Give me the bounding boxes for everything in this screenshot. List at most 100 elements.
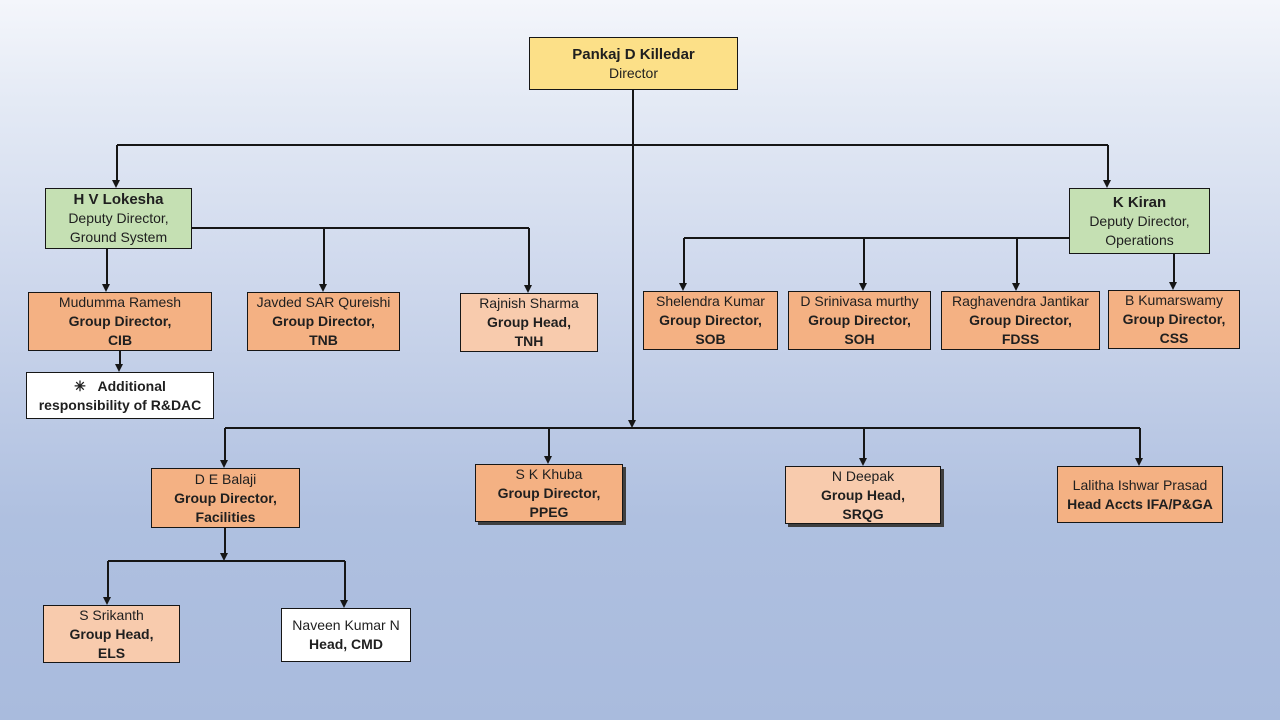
connector-line [224,528,226,553]
person-name: S K Khuba [515,465,583,482]
connector-line [106,249,108,285]
person-role: Deputy Director, [68,210,169,226]
org-node-gd-facilities: D E Balaji Group Director, Facilities [151,468,300,528]
connector-line [1107,145,1109,181]
person-role: Group Head, [820,486,905,503]
connector-line [116,145,118,181]
person-name: D Srinivasa murthy [800,293,919,309]
connector-arrow [220,460,228,468]
connector-arrow [103,597,111,605]
org-node-gd-tnb: Javded SAR Qureishi Group Director, TNB [247,292,400,351]
org-node-gd-cib: Mudumma Ramesh Group Director, CIB [28,292,212,351]
person-unit: SOB [695,331,726,347]
person-role: Group Head, [486,314,571,330]
person-unit: SRQG [842,505,884,522]
person-role: Group Director, [68,313,172,329]
connector-arrow [679,283,687,291]
person-name: N Deepak [831,467,895,484]
note-line: responsibility of R&DAC [38,396,202,413]
person-role: Deputy Director, [1089,212,1190,229]
connector-line [863,428,865,459]
connector-arrow [340,600,348,608]
person-unit: SOH [844,331,875,347]
person-unit: CSS [1159,330,1189,346]
org-node-gh-els: S Srikanth Group Head, ELS [43,605,180,663]
person-role: Group Director, [808,312,911,328]
person-name: Lalitha Ishwar Prasad [1072,476,1208,493]
person-role: Group Director, [272,313,375,329]
connector-arrow [102,284,110,292]
org-node-head-cmd: Naveen Kumar N Head, CMD [281,608,411,662]
connector-line [528,228,530,286]
connector-line [1016,238,1018,284]
connector-line [548,428,550,457]
connector-line [323,228,325,285]
person-role: Head, CMD [309,636,383,652]
org-node-gd-soh: D Srinivasa murthy Group Director, SOH [788,291,931,350]
person-unit: Ground System [69,229,168,245]
person-name: Javded SAR Qureishi [256,294,391,310]
person-name: B Kumarswamy [1124,292,1224,308]
connector-arrow [859,283,867,291]
person-role: Head Accts IFA/P&GA [1067,495,1213,512]
connector-arrow [1135,458,1143,466]
connector-line [107,561,109,598]
org-node-gd-css: B Kumarswamy Group Director, CSS [1108,290,1240,349]
person-name: K Kiran [1112,193,1167,211]
person-unit: Facilities [195,508,256,525]
connector-arrow [220,553,228,561]
org-node-deputy-operations: K Kiran Deputy Director, Operations [1069,188,1210,254]
connector-arrow [1103,180,1111,188]
connector-arrow [1169,282,1177,290]
connector-arrow [859,458,867,466]
person-role: Group Director, [174,489,277,506]
person-role: Group Director, [1122,311,1226,327]
person-role: Group Head, [69,625,154,642]
org-node-gd-fdss: Raghavendra Jantikar Group Director, FDS… [941,291,1100,350]
connector-line [117,144,1108,146]
person-unit: FDSS [1001,331,1040,347]
person-role: Group Director, [659,312,762,328]
person-unit: ELS [97,644,126,661]
org-note-additional-responsibility: ✳ Additional responsibility of R&DAC [26,372,214,419]
person-name: H V Lokesha [73,191,164,208]
person-unit: Operations [1105,231,1174,248]
person-name: Mudumma Ramesh [58,294,182,310]
connector-line [684,237,1069,239]
org-node-gd-ppeg: S K Khuba Group Director, PPEG [475,464,623,522]
org-node-director: Pankaj D Killedar Director [529,37,738,90]
person-name: Shelendra Kumar [656,293,765,309]
org-node-gh-srqg: N Deepak Group Head, SRQG [785,466,941,524]
connector-line [1139,428,1141,459]
connector-arrow [524,285,532,293]
org-node-gh-tnh: Rajnish Sharma Group Head, TNH [460,293,598,352]
connector-line [683,238,685,284]
connector-line [108,560,345,562]
person-name: Pankaj D Killedar [572,45,695,63]
connector-line [344,561,346,601]
connector-line [224,428,226,461]
person-unit: PPEG [529,503,569,520]
person-unit: TNH [514,333,544,349]
connector-arrow [544,456,552,464]
person-name: D E Balaji [194,470,257,487]
connector-arrow [115,364,123,372]
connector-arrow [319,284,327,292]
connector-line [863,238,865,284]
connector-line [192,227,529,229]
person-unit: TNB [309,332,338,348]
person-role: Group Director, [969,312,1072,328]
person-name: Raghavendra Jantikar [952,293,1089,309]
connector-arrow [112,180,120,188]
connector-line [632,90,634,420]
org-node-deputy-ground-system: H V Lokesha Deputy Director, Ground Syst… [45,188,192,249]
connector-line [1173,254,1175,283]
connector-line [119,351,121,365]
org-node-head-accts: Lalitha Ishwar Prasad Head Accts IFA/P&G… [1057,466,1223,523]
person-name: Naveen Kumar N [292,617,400,633]
org-node-gd-sob: Shelendra Kumar Group Director, SOB [643,291,778,350]
person-unit: CIB [107,332,133,348]
person-name: S Srikanth [79,606,144,623]
connector-line [225,427,1140,429]
